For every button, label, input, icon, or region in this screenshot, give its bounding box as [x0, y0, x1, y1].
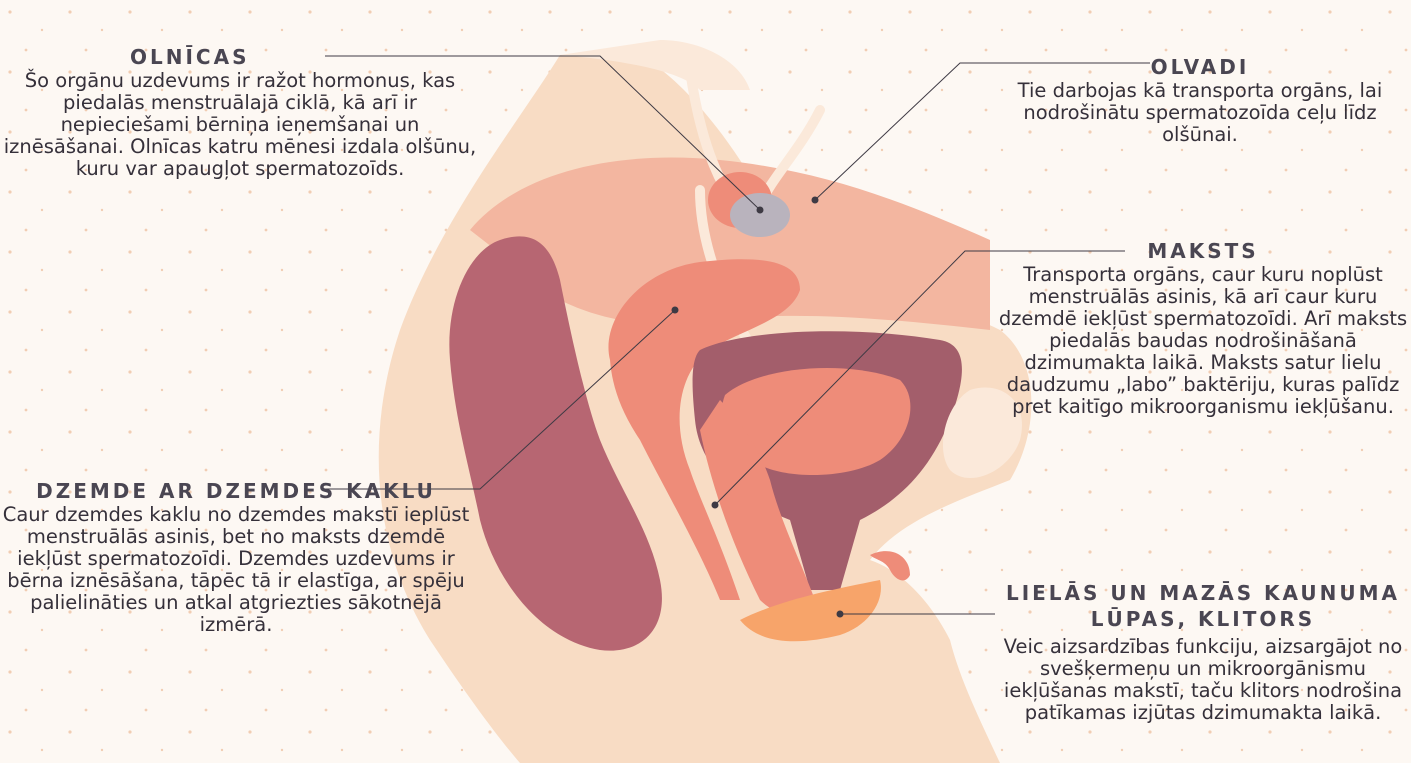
leader-maksts-dot: [712, 502, 718, 508]
label-olnicas: OLNĪCAS Šo orgānu uzdevums ir ražot horm…: [0, 44, 480, 180]
leader-dzemde-dot: [672, 307, 678, 313]
label-lupas: LIELĀS UN MAZĀS KAUNUMA LŪPAS, KLITORS V…: [995, 580, 1411, 724]
olnicas-heading: OLNĪCAS: [0, 44, 480, 70]
leader-olnicas-dot: [757, 207, 763, 213]
leader-lupas-dot: [837, 611, 843, 617]
olvadi-heading: OLVADI: [990, 54, 1410, 80]
label-dzemde: DZEMDE AR DZEMDES KAKLU Caur dzemdes kak…: [0, 478, 472, 636]
maksts-heading: MAKSTS: [995, 238, 1411, 264]
leader-olvadi-dot: [812, 197, 818, 203]
lupas-heading: LIELĀS UN MAZĀS KAUNUMA LŪPAS, KLITORS: [995, 580, 1411, 632]
lupas-description: Veic aizsardzības funkciju, aizsargājot …: [995, 636, 1411, 724]
label-olvadi: OLVADI Tie darbojas kā transporta orgāns…: [990, 54, 1410, 146]
dzemde-heading: DZEMDE AR DZEMDES KAKLU: [0, 478, 472, 504]
ovary-follicles: [730, 193, 790, 237]
dzemde-description: Caur dzemdes kaklu no dzemdes makstī iep…: [0, 504, 472, 636]
olnicas-description: Šo orgānu uzdevums ir ražot hormonus, ka…: [0, 70, 480, 180]
olvadi-description: Tie darbojas kā transporta orgāns, lai n…: [990, 80, 1410, 146]
label-maksts: MAKSTS Transporta orgāns, caur kuru nopl…: [995, 238, 1411, 418]
maksts-description: Transporta orgāns, caur kuru noplūst men…: [995, 264, 1411, 418]
